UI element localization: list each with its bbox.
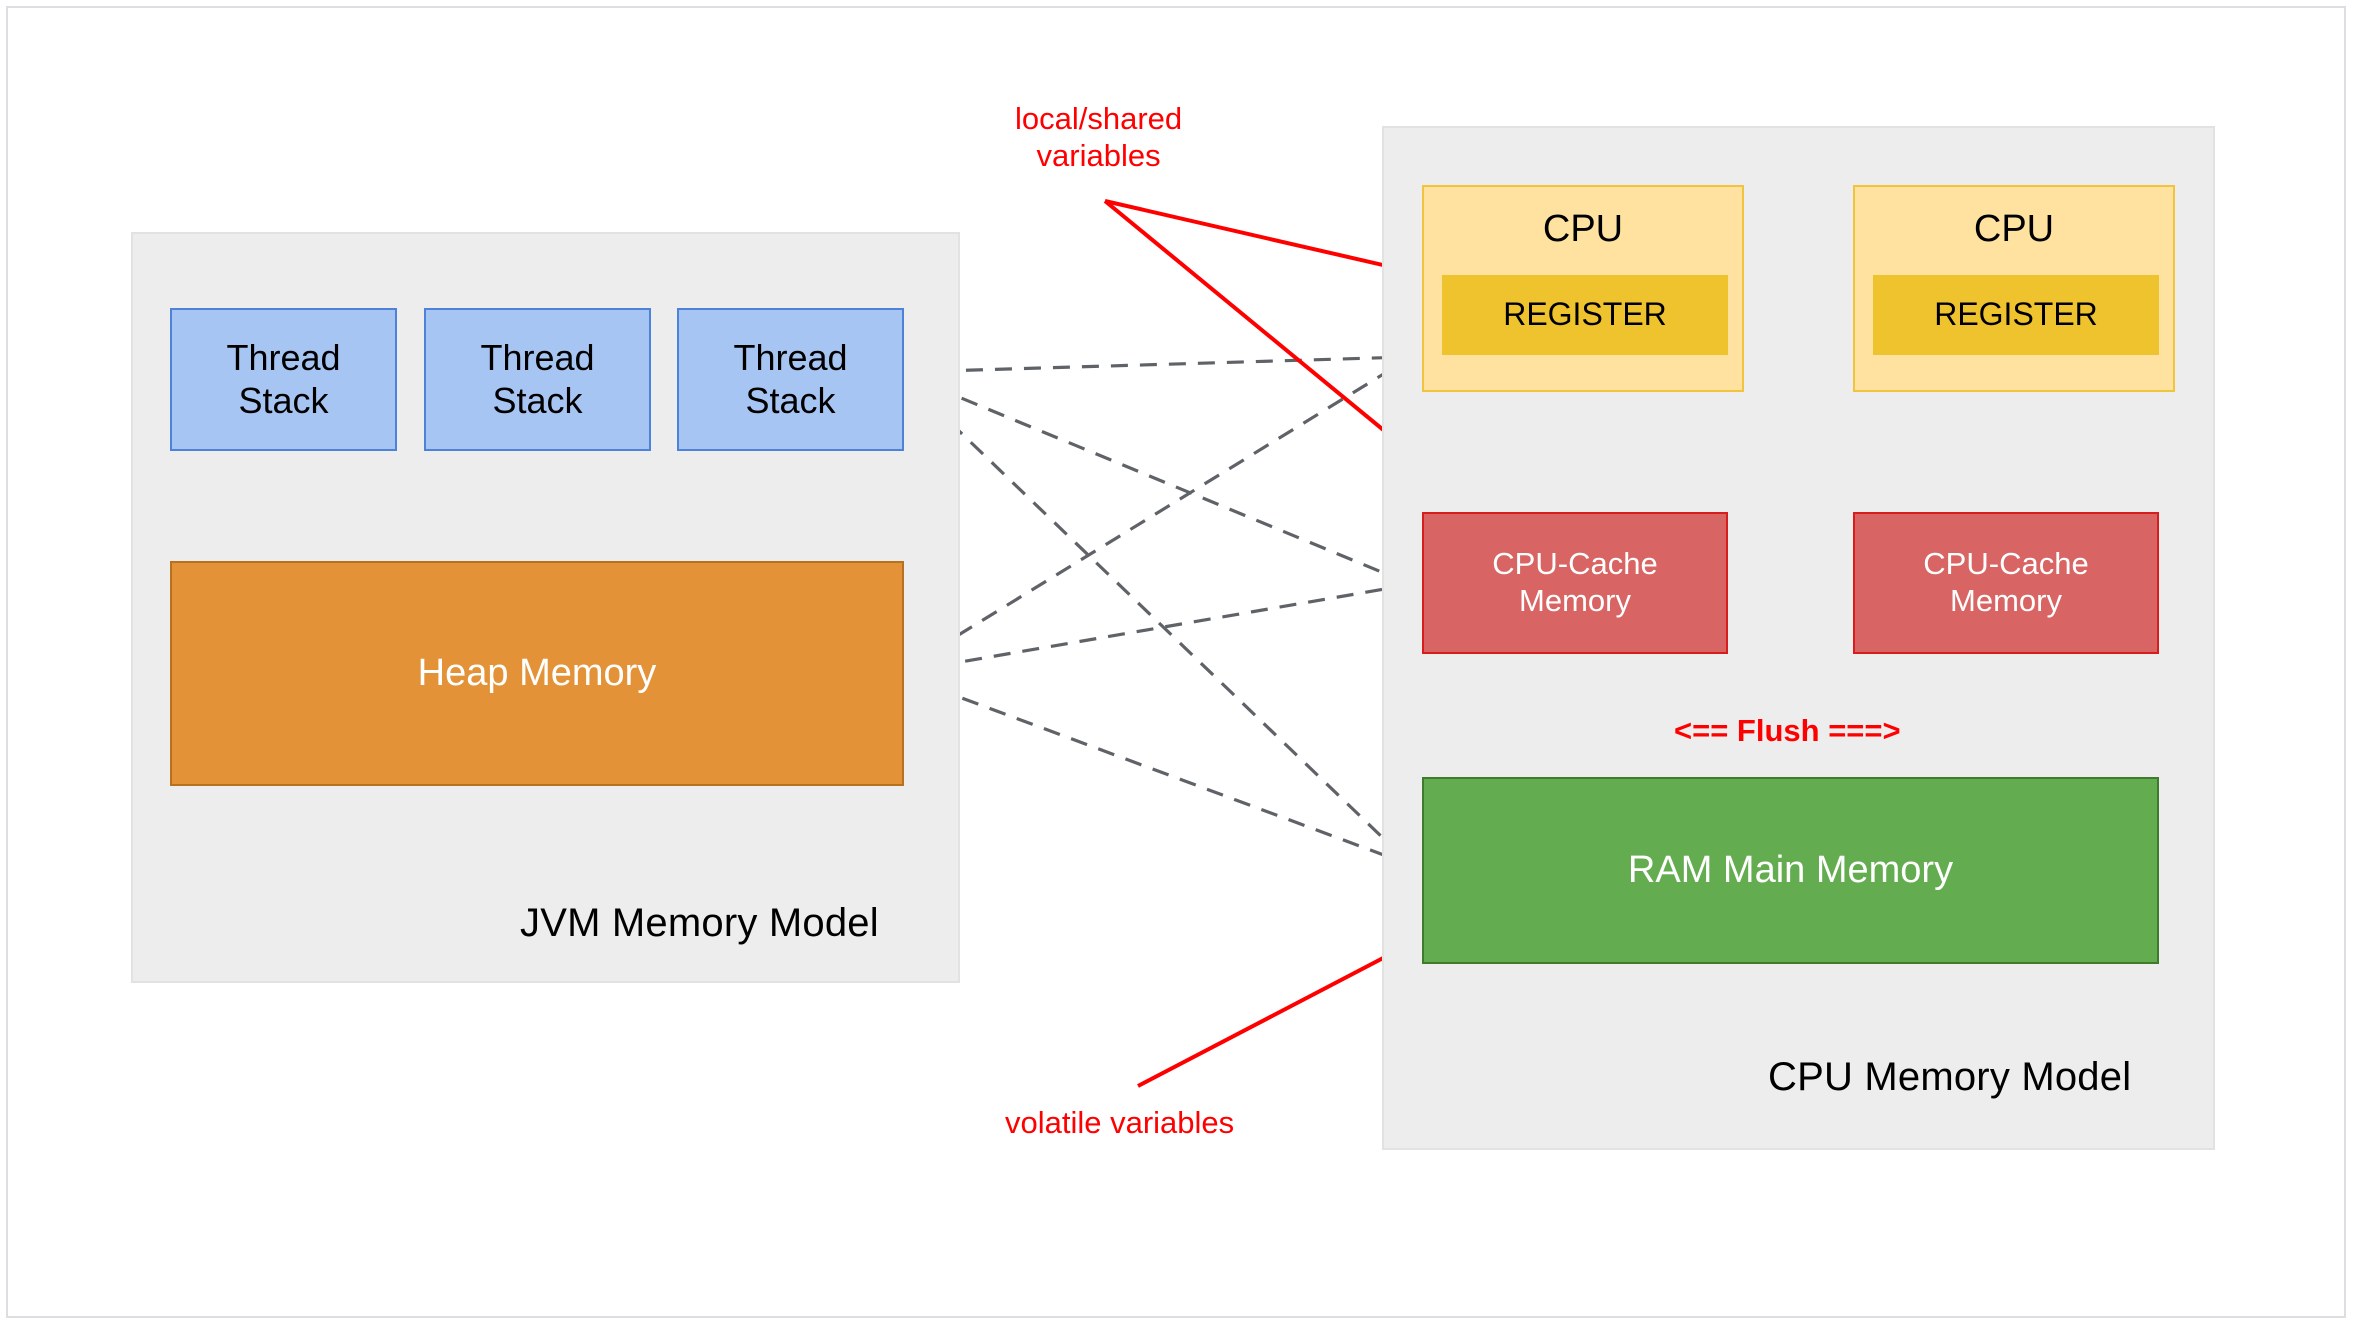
register-box-2[interactable]: REGISTER [1873, 275, 2159, 355]
cpu-cache-label-line2: Memory [1950, 583, 2062, 618]
ram-main-memory-box[interactable]: RAM Main Memory [1422, 777, 2159, 964]
register-label-2: REGISTER [1934, 296, 2098, 333]
thread-stack-label-line1: Thread [733, 337, 848, 379]
thread-stack-box-2[interactable]: Thread Stack [424, 308, 651, 451]
cpu-label-2: CPU [1973, 208, 2055, 250]
ram-main-memory-label: RAM Main Memory [1627, 849, 1954, 892]
cpu-cache-label-line2: Memory [1519, 583, 1631, 618]
cpu-box-1[interactable]: CPU REGISTER [1422, 185, 1744, 392]
cpu-label-1: CPU [1542, 208, 1624, 250]
thread-stack-label-line2: Stack [238, 379, 329, 421]
thread-stack-label-line1: Thread [480, 337, 595, 379]
annotation-local-shared-variables: local/shared variables [1015, 100, 1182, 174]
flush-label: <== Flush ===> [1674, 713, 1901, 748]
cpu-cache-memory-box-1[interactable]: CPU-Cache Memory [1422, 512, 1728, 654]
annotation-volatile-variables: volatile variables [1005, 1105, 1235, 1140]
thread-stack-label-line1: Thread [226, 337, 341, 379]
cpu-cache-memory-box-2[interactable]: CPU-Cache Memory [1853, 512, 2159, 654]
cpu-cache-label-line1: CPU-Cache [1492, 546, 1658, 582]
thread-stack-box-3[interactable]: Thread Stack [677, 308, 904, 451]
annotation-local-shared-line2: variables [1036, 138, 1161, 174]
thread-stack-label-line2: Stack [492, 379, 583, 421]
jvm-panel-title: JVM Memory Model [520, 901, 879, 945]
annotation-local-shared-line1: local/shared [1015, 101, 1183, 136]
thread-stack-label-line2: Stack [745, 379, 836, 421]
cpu-panel-title: CPU Memory Model [1768, 1055, 2132, 1099]
register-label-1: REGISTER [1503, 296, 1667, 333]
cpu-cache-label-line1: CPU-Cache [1923, 546, 2089, 582]
cpu-box-2[interactable]: CPU REGISTER [1853, 185, 2175, 392]
register-box-1[interactable]: REGISTER [1442, 275, 1728, 355]
thread-stack-box-1[interactable]: Thread Stack [170, 308, 397, 451]
heap-memory-label: Heap Memory [417, 652, 657, 695]
heap-memory-box[interactable]: Heap Memory [170, 561, 904, 786]
